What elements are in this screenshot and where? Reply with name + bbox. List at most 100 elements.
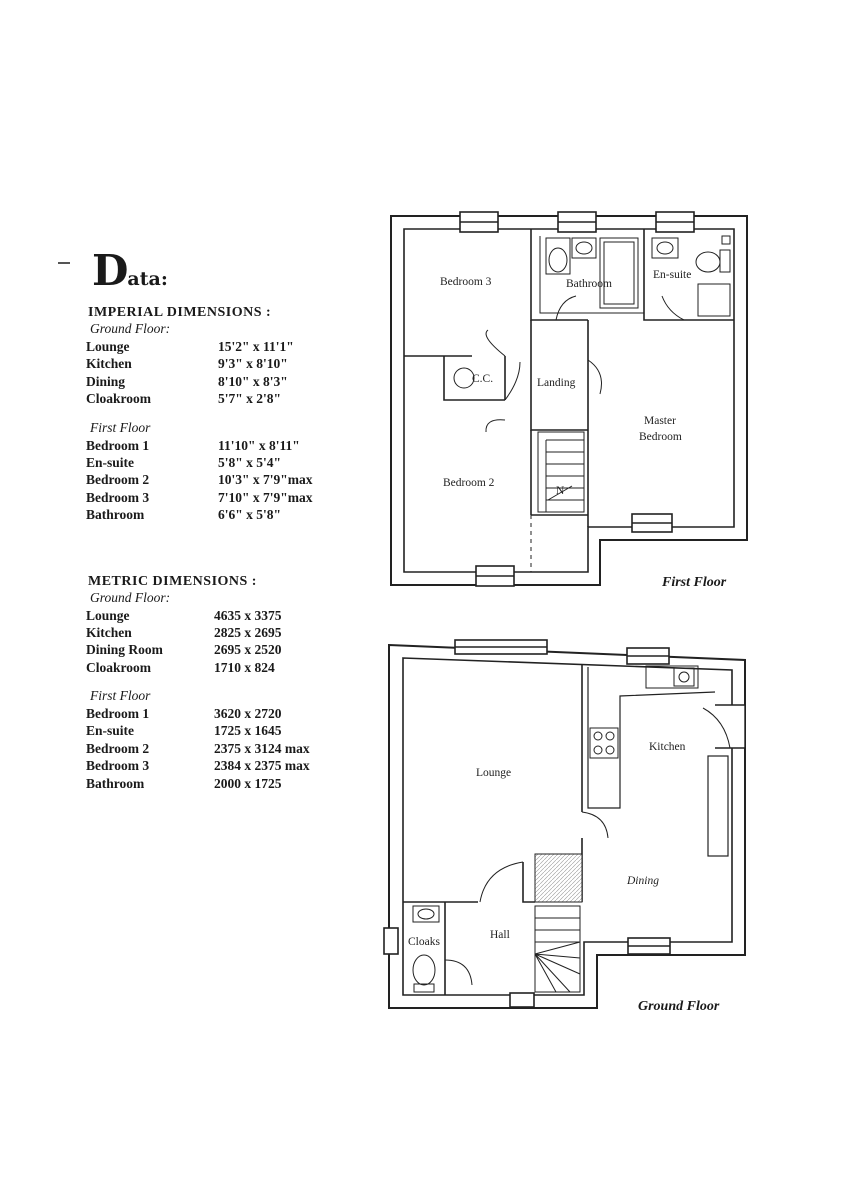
dimension-row: Cloakroom 5'7" x 2'8" bbox=[86, 390, 356, 407]
dash-mark bbox=[58, 262, 70, 264]
room-dimension: 9'3" x 8'10" bbox=[218, 356, 288, 372]
metric-ground-label: Ground Floor: bbox=[90, 589, 171, 605]
room-name: Dining Room bbox=[86, 642, 163, 658]
imperial-first-list: Bedroom 1 11'10" x 8'11" En-suite 5'8" x 5'… bbox=[86, 437, 356, 524]
label-lounge: Lounge bbox=[476, 767, 511, 779]
ground-floor-stairs bbox=[534, 905, 581, 993]
room-name: Bedroom 3 bbox=[86, 489, 150, 505]
imperial-section: IMPERIAL DIMENSIONS : Ground Floor: Loun… bbox=[86, 305, 356, 524]
dimension-row: En-suite 5'8" x 5'4" bbox=[86, 454, 356, 471]
window bbox=[383, 927, 399, 955]
metric-heading: METRIC DIMENSIONS : bbox=[88, 573, 257, 589]
dimension-row: Bedroom 1 3620 x 2720 bbox=[86, 705, 356, 722]
label-bedroom2: Bedroom 2 bbox=[443, 477, 495, 489]
room-name: Bedroom 3 bbox=[86, 758, 150, 774]
first-floor-plan bbox=[390, 211, 748, 587]
room-name: Kitchen bbox=[86, 624, 132, 640]
ground-floor-outer-wall bbox=[388, 643, 746, 1009]
data-heading: Data: bbox=[92, 246, 356, 295]
ground-floor-inner-wall bbox=[402, 657, 733, 996]
room-name: Dining bbox=[86, 373, 126, 389]
label-kitchen: Kitchen bbox=[649, 741, 686, 753]
room-dimension: 5'7" x 2'8" bbox=[218, 391, 281, 407]
data-heading-initial: D bbox=[92, 246, 128, 295]
metric-first-label: First Floor bbox=[90, 688, 151, 704]
imperial-first-label: First Floor bbox=[90, 419, 151, 435]
room-dimension: 1725 x 1645 bbox=[214, 723, 282, 739]
room-name: En-suite bbox=[86, 723, 135, 739]
data-heading-rest: ata: bbox=[127, 268, 168, 290]
dimension-row: Bathroom 2000 x 1725 bbox=[86, 775, 356, 792]
metric-section: METRIC DIMENSIONS : Ground Floor: Lounge… bbox=[86, 574, 356, 793]
ensuite-wall bbox=[643, 229, 734, 321]
label-hall: Hall bbox=[490, 929, 510, 941]
dimension-row: En-suite 1725 x 1645 bbox=[86, 722, 356, 739]
dimension-row: Bathroom 6'6" x 5'8" bbox=[86, 506, 356, 523]
room-name: Bedroom 1 bbox=[86, 437, 150, 453]
room-dimension: 5'8" x 5'4" bbox=[218, 454, 281, 470]
room-dimension: 2000 x 1725 bbox=[214, 775, 282, 791]
ground-floor-plan bbox=[383, 639, 746, 1009]
ground-floor-title: Ground Floor bbox=[638, 999, 720, 1014]
room-dimension: 7'10" x 7'9"max bbox=[218, 489, 313, 505]
kitchen-worktop bbox=[587, 667, 716, 809]
sink-icon bbox=[645, 665, 699, 689]
room-dimension: 1710 x 824 bbox=[214, 659, 275, 675]
room-name: Cloakroom bbox=[86, 391, 152, 407]
room-dimension: 11'10" x 8'11" bbox=[218, 437, 300, 453]
room-dimension: 3620 x 2720 bbox=[214, 706, 282, 722]
first-floor-outer-wall bbox=[390, 215, 748, 586]
room-dimension: 6'6" x 5'8" bbox=[218, 507, 281, 523]
label-dining: Dining bbox=[626, 875, 659, 887]
imperial-heading: IMPERIAL DIMENSIONS : bbox=[88, 305, 272, 320]
dimension-row: Kitchen 2825 x 2695 bbox=[86, 624, 356, 641]
room-name: Bedroom 1 bbox=[86, 706, 150, 722]
label-cloaks: Cloaks bbox=[408, 936, 440, 948]
dimension-row: Cloakroom 1710 x 824 bbox=[86, 659, 356, 676]
imperial-ground-label: Ground Floor: bbox=[90, 321, 171, 336]
cloaks-fixtures bbox=[412, 905, 440, 993]
room-name: Cloakroom bbox=[86, 659, 152, 675]
first-floor-stairs bbox=[537, 431, 585, 513]
room-name: Bathroom bbox=[86, 775, 145, 791]
label-master-1: Master bbox=[644, 415, 676, 427]
room-name: En-suite bbox=[86, 454, 135, 470]
room-name: Bathroom bbox=[86, 507, 145, 523]
cylinder-cupboard-icon bbox=[453, 367, 475, 389]
room-dimension: 15'2" x 11'1" bbox=[218, 339, 294, 354]
label-stairs-direction: N bbox=[556, 485, 565, 497]
ensuite-fixtures bbox=[651, 235, 731, 317]
room-name: Lounge bbox=[86, 607, 130, 623]
hob-icon bbox=[589, 727, 619, 759]
room-dimension: 8'10" x 8'3" bbox=[218, 373, 288, 389]
back-door bbox=[715, 704, 746, 749]
room-dimension: 2384 x 2375 max bbox=[214, 758, 310, 774]
kitchen-counter bbox=[707, 755, 729, 857]
door-swing bbox=[485, 329, 506, 357]
label-bedroom3: Bedroom 3 bbox=[440, 276, 492, 288]
bathroom-fixtures bbox=[545, 237, 639, 309]
dimension-row: Bedroom 3 7'10" x 7'9"max bbox=[86, 489, 356, 506]
label-bathroom: Bathroom bbox=[566, 278, 612, 290]
room-dimension: 2825 x 2695 bbox=[214, 624, 282, 640]
room-name: Bedroom 2 bbox=[86, 740, 150, 756]
room-dimension: 10'3" x 7'9"max bbox=[218, 472, 313, 488]
label-ensuite: En-suite bbox=[653, 269, 691, 281]
dimension-row: Dining 8'10" x 8'3" bbox=[86, 373, 356, 390]
under-stairs-cupboard bbox=[534, 853, 583, 903]
room-name: Bedroom 2 bbox=[86, 472, 150, 488]
label-cc: C.C. bbox=[472, 373, 493, 385]
label-master-2: Bedroom bbox=[639, 431, 682, 443]
dimension-row: Bedroom 1 11'10" x 8'11" bbox=[86, 437, 356, 454]
dimension-row: Bedroom 3 2384 x 2375 max bbox=[86, 757, 356, 774]
